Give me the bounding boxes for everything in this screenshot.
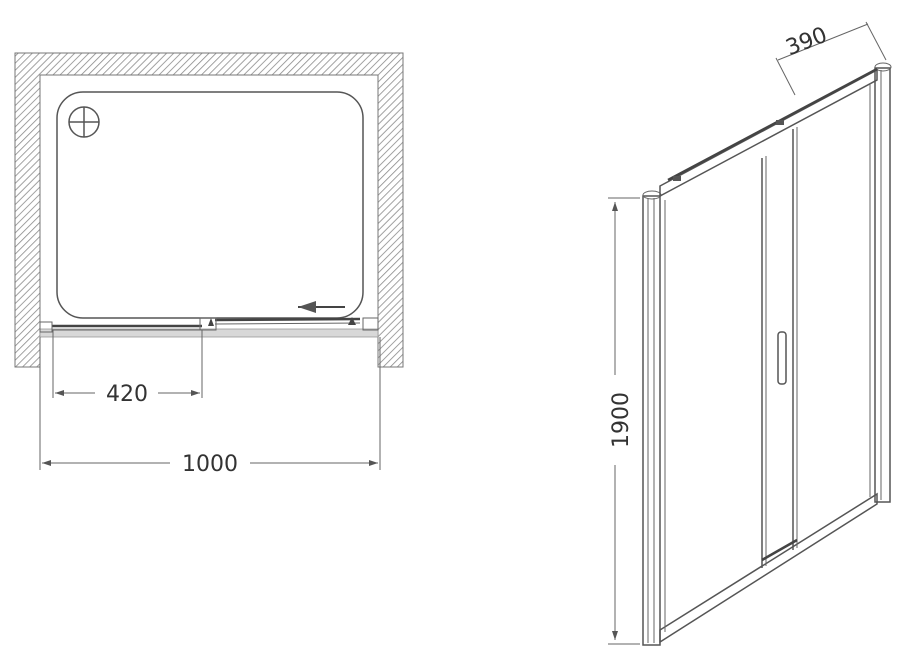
left-wall-profile xyxy=(642,190,662,646)
elevation-view: 1900 390 xyxy=(608,21,892,646)
dimension-420: 420 xyxy=(52,330,203,407)
dimension-label-1000: 1000 xyxy=(182,452,238,477)
drain-icon xyxy=(68,106,100,138)
door-rail xyxy=(39,317,379,338)
dimension-label-390: 390 xyxy=(783,23,831,61)
dimension-1900: 1900 xyxy=(608,197,640,645)
plan-view: 420 1000 xyxy=(14,52,404,477)
dimension-1000: 1000 xyxy=(39,337,381,477)
right-wall-profile xyxy=(874,62,892,503)
shower-tray xyxy=(56,91,364,319)
wall-hatched xyxy=(14,52,404,368)
sliding-panels xyxy=(761,127,798,568)
door-frame xyxy=(659,67,878,644)
roller-icons xyxy=(673,120,784,181)
dimension-label-1900: 1900 xyxy=(609,392,634,448)
dimension-label-420: 420 xyxy=(106,382,148,407)
door-handle xyxy=(777,331,787,385)
